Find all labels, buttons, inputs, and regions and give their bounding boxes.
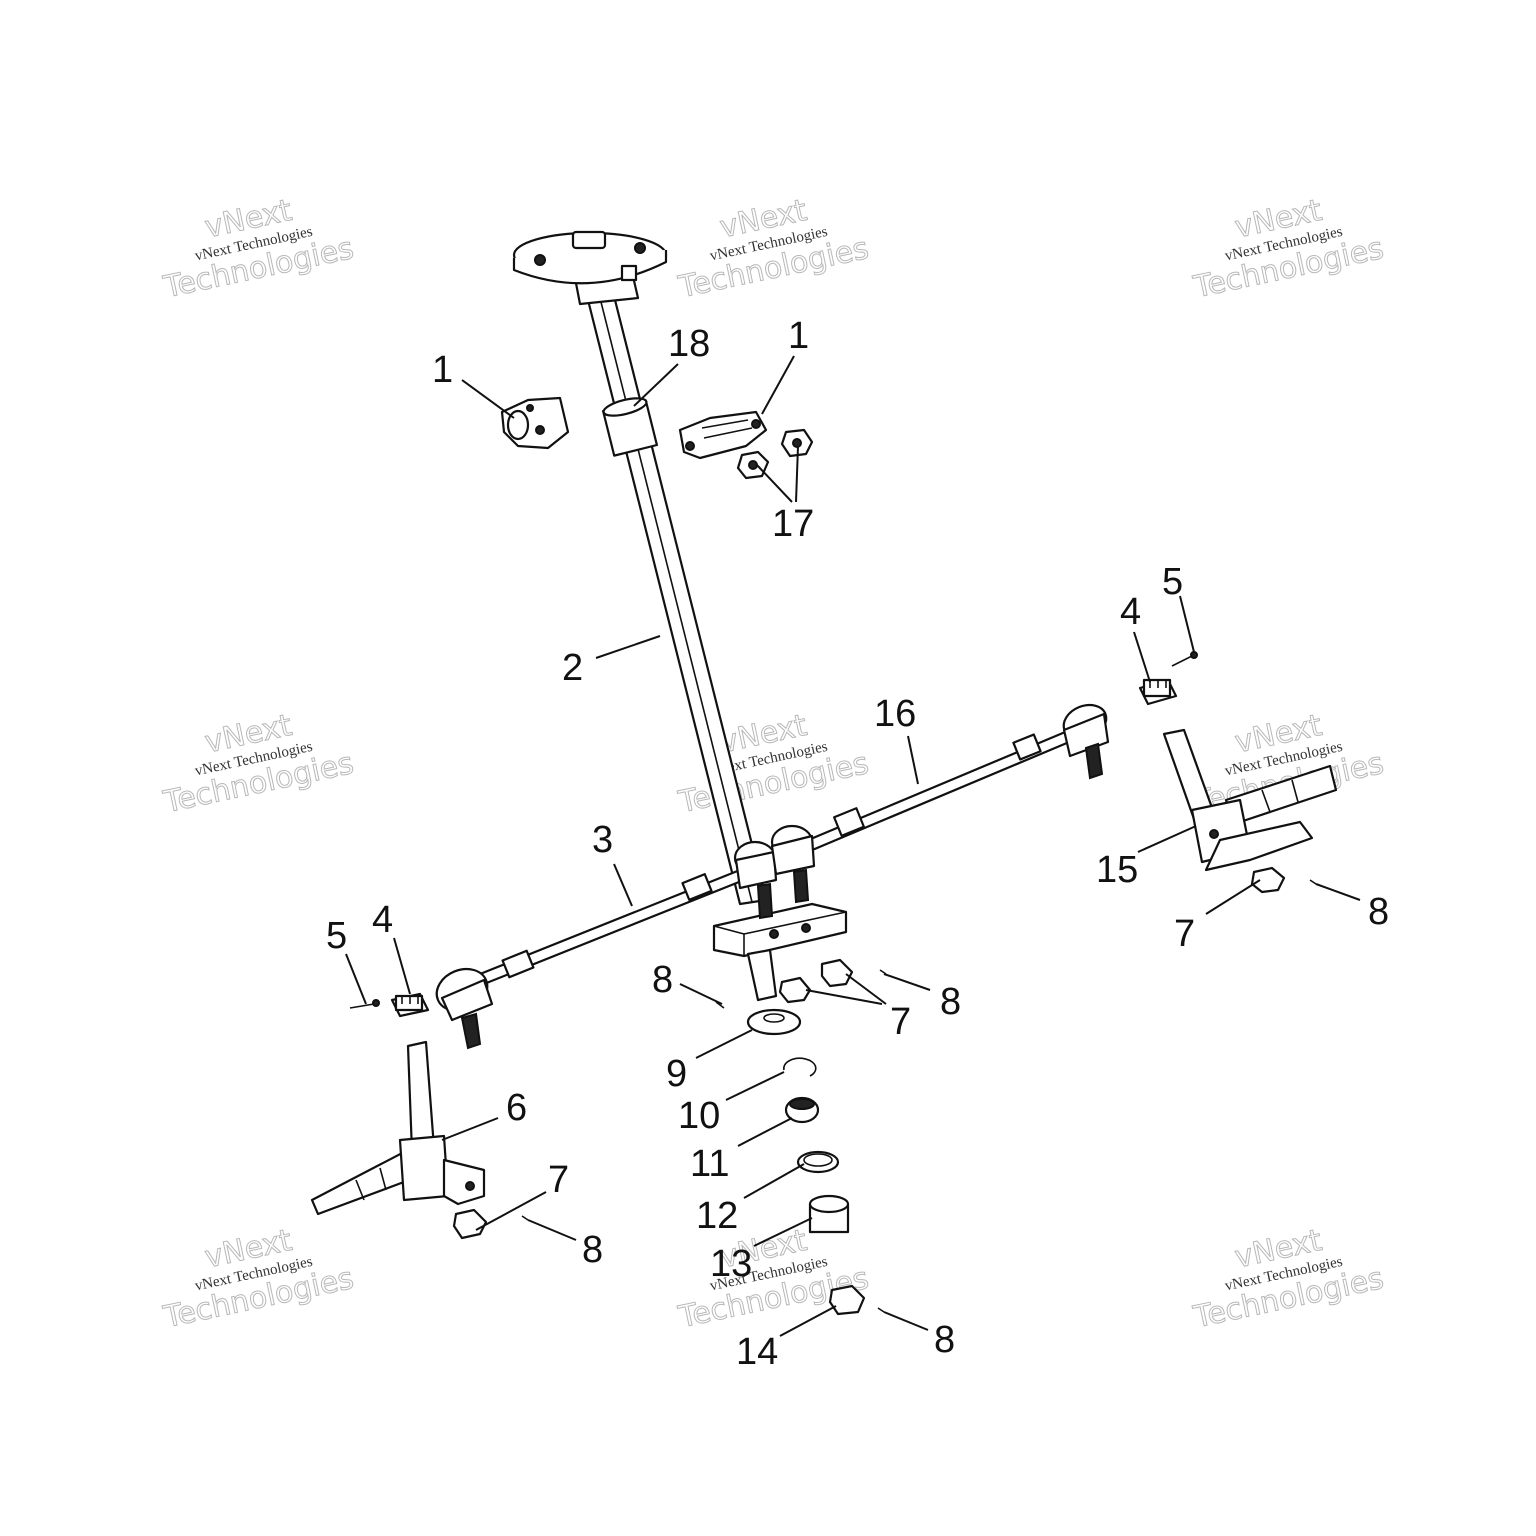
callout-8-center-right: 8 — [940, 981, 961, 1023]
watermark-top-left: vNext vNext Technologies Technologies — [159, 192, 357, 306]
column-bushing — [601, 397, 659, 457]
callout-6-left-knuckle: 6 — [506, 1087, 527, 1129]
watermark-top-center: vNext vNext Technologies Technologies — [674, 192, 872, 306]
callout-18-bushing: 18 — [668, 323, 710, 365]
torque-arrows — [521, 879, 1317, 1313]
callout-7-center-nuts: 7 — [890, 1001, 911, 1043]
lock-nut — [828, 1284, 866, 1316]
cotter-pin-right — [1171, 651, 1198, 667]
steering-flange — [512, 230, 668, 306]
callout-1-right-clamp: 1 — [788, 315, 809, 357]
lower-pitman-arm — [712, 902, 848, 1002]
cotter-pin-left — [349, 999, 380, 1009]
snap-ring — [782, 1057, 817, 1077]
tie-rod-left — [435, 840, 778, 1050]
callout-5-right-cotter-pin: 5 — [1162, 561, 1183, 603]
steering-knuckle-left — [310, 1040, 486, 1216]
washer — [746, 1008, 802, 1036]
callout-16-right-tie-rod: 16 — [874, 693, 916, 735]
watermark-top-right: vNext vNext Technologies Technologies — [1189, 192, 1387, 306]
callout-7-right-nut: 7 — [1174, 913, 1195, 955]
flange-nut-left-knuckle — [452, 1208, 488, 1240]
leader-lines — [345, 355, 1361, 1337]
callout-12-bushing-ring: 12 — [696, 1195, 738, 1237]
watermarks: vNext vNext Technologies Technologies vN… — [159, 192, 1387, 1336]
callout-17-clamp-nuts: 17 — [772, 503, 814, 545]
callout-1-left-clamp: 1 — [432, 349, 453, 391]
steering-column — [586, 294, 768, 906]
clamp-nut-1 — [736, 450, 770, 480]
callout-13-bearing: 13 — [710, 1243, 752, 1285]
callout-4-left-castle-nut: 4 — [372, 899, 393, 941]
callout-8-lock-nut: 8 — [934, 1319, 955, 1361]
callout-8-center-upper: 8 — [652, 959, 673, 1001]
castle-nut-right — [1138, 678, 1178, 706]
seal — [784, 1096, 820, 1124]
watermark-bottom-left: vNext vNext Technologies Technologies — [159, 1222, 357, 1336]
steering-knuckle-right — [1162, 728, 1338, 872]
clamp-nut-2 — [780, 428, 814, 458]
callout-15-right-knuckle: 15 — [1096, 849, 1138, 891]
callout-11-seal: 11 — [690, 1143, 729, 1185]
flange-nut-right-knuckle — [1250, 866, 1286, 894]
bushing-clamp-right — [678, 410, 768, 460]
callout-8-right-knuckle: 8 — [1368, 891, 1389, 933]
tie-rod-right — [770, 703, 1110, 904]
callout-14-lock-nut: 14 — [736, 1331, 778, 1373]
callout-9-washer: 9 — [666, 1053, 687, 1095]
flange-nut-center-1 — [778, 976, 812, 1004]
bearing — [808, 1194, 850, 1234]
castle-nut-left — [390, 992, 430, 1018]
callout-numbers: 1 18 1 17 2 16 3 4 5 5 4 6 15 7 8 8 8 7 … — [326, 315, 1389, 1373]
callout-5-left-cotter-pin: 5 — [326, 915, 347, 957]
callout-10-snap-ring: 10 — [678, 1095, 720, 1137]
bushing-ring — [796, 1150, 840, 1174]
callout-2-steering-column: 2 — [562, 647, 583, 689]
callout-8-left-knuckle: 8 — [582, 1229, 603, 1271]
callout-4-right-castle-nut: 4 — [1120, 591, 1141, 633]
watermark-bottom-right: vNext vNext Technologies Technologies — [1189, 1222, 1387, 1336]
flange-nut-center-2 — [820, 958, 854, 988]
parts — [310, 230, 1338, 1316]
callout-3-left-tie-rod: 3 — [592, 819, 613, 861]
bushing-clamp-left — [500, 396, 570, 450]
watermark-mid-left: vNext vNext Technologies Technologies — [159, 707, 357, 821]
callout-7-left-nut: 7 — [548, 1159, 569, 1201]
